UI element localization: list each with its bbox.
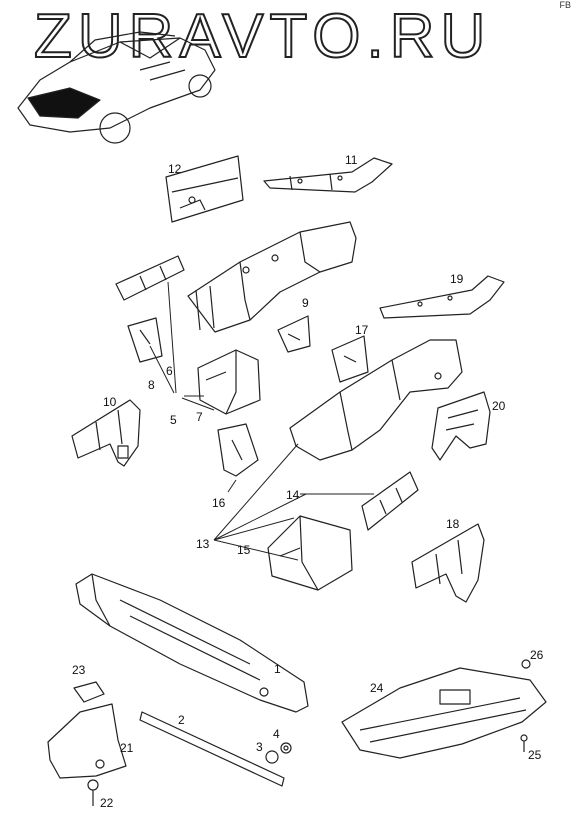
part-2-trim-strip <box>139 711 285 787</box>
callout-16: 16 <box>212 496 226 510</box>
part-11-bracket <box>263 157 393 193</box>
car-locator-icon <box>17 31 216 144</box>
callout-20: 20 <box>492 399 506 413</box>
part-20-wheel-arch <box>431 391 491 461</box>
callout-24: 24 <box>370 681 384 695</box>
part-12-panel <box>165 155 244 223</box>
part-15-box <box>267 515 353 591</box>
callout-12: 12 <box>168 162 182 176</box>
part-23-clip <box>73 681 105 703</box>
callout-13: 13 <box>196 537 210 551</box>
part-6-strip <box>115 255 185 301</box>
part-1-bumper-beam <box>75 573 309 713</box>
part-16-bracket <box>217 423 259 477</box>
callout-14: 14 <box>286 488 300 502</box>
part-5-upper-frame-rail <box>187 221 357 333</box>
leader-lines <box>149 281 374 561</box>
callout-23: 23 <box>72 663 86 677</box>
part-14-strip <box>361 471 419 531</box>
part-21-splash-shield <box>47 703 127 779</box>
part-17-bracket <box>331 335 369 383</box>
part-22-screw <box>87 779 99 806</box>
callout-22: 22 <box>100 796 114 810</box>
callout-26: 26 <box>530 648 544 662</box>
callout-8: 8 <box>148 378 155 392</box>
callout-11: 11 <box>345 153 358 167</box>
part-9-bracket <box>277 315 311 353</box>
callout-15: 15 <box>237 543 251 557</box>
callout-1: 1 <box>274 662 281 676</box>
callout-19: 19 <box>450 272 464 286</box>
callout-25: 25 <box>528 748 542 762</box>
callout-21: 21 <box>120 741 134 755</box>
part-10-plate <box>71 399 141 467</box>
corner-mark: FB <box>559 0 571 10</box>
callout-7: 7 <box>196 410 203 424</box>
part-13-lower-frame-rail <box>289 339 463 461</box>
part-18-plate <box>411 523 485 603</box>
part-25-bolt <box>520 734 528 752</box>
callout-17: 17 <box>355 323 369 337</box>
callout-18: 18 <box>446 517 460 531</box>
callout-6: 6 <box>166 364 173 378</box>
part-7-box <box>197 349 261 415</box>
callout-3: 3 <box>256 740 263 754</box>
callout-10: 10 <box>103 395 117 409</box>
part-8-bracket <box>127 317 163 363</box>
callout-5: 5 <box>170 413 177 427</box>
callout-2: 2 <box>178 713 185 727</box>
part-24-skid-plate <box>341 667 547 759</box>
part-3-nut <box>265 750 279 764</box>
part-19-bracket <box>379 275 505 319</box>
part-26-nut <box>521 659 531 669</box>
site-watermark: ZURAVTO.RU <box>33 1 492 72</box>
callout-9: 9 <box>302 296 309 310</box>
part-4-washer <box>280 742 292 754</box>
callout-4: 4 <box>273 727 280 741</box>
